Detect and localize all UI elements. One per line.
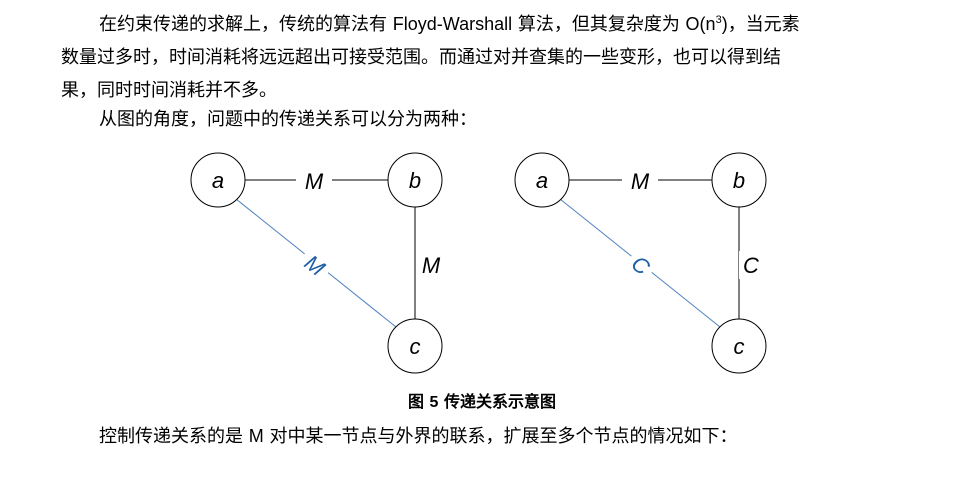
right-node-c-label: c — [734, 334, 745, 359]
control-symbol: M — [248, 426, 264, 446]
left-edge-bc-label-bg — [416, 251, 446, 279]
left-edge-ab-label: M — [305, 169, 324, 194]
caption-prefix: 图 — [407, 392, 424, 411]
intro-line-2: 数量过多时，时间消耗将远远超出可接受范围。而通过对并查集的一些变形，也可以得到结 — [61, 47, 781, 68]
left-node-c-label: c — [410, 334, 421, 359]
right-edge-ab-label: M — [631, 169, 650, 194]
intro-paragraph: 在约束传递的求解上，传统的算法有 Floyd-Warshall 算法，但其复杂度… — [61, 4, 941, 107]
graph-intro-line: 从图的角度，问题中的传递关系可以分为两种： — [99, 109, 477, 130]
intro-text: ，当元素 — [727, 14, 800, 35]
complexity-close: ) — [721, 14, 728, 34]
right-edge-bc-label-bg — [739, 251, 765, 279]
right-graph: M C C a b c — [514, 152, 767, 374]
left-edge-ac-label-bg — [295, 245, 335, 285]
right-edge-ac-label: C — [627, 251, 655, 281]
complexity-base: O(n — [685, 14, 716, 34]
control-text: 控制传递关系的是 — [99, 426, 249, 447]
caption-number: 5 — [429, 394, 439, 411]
intro-line-1: 在约束传递的求解上，传统的算法有 Floyd-Warshall 算法，但其复杂度… — [61, 4, 941, 41]
intro-text: 算法，但其复杂度为 — [512, 14, 686, 35]
transitive-relation-figure: M M M a b c M C C a b c — [190, 152, 767, 374]
graph-intro-paragraph: 从图的角度，问题中的传递关系可以分为两种： — [61, 103, 941, 136]
left-node-a — [190, 152, 246, 208]
right-node-c — [711, 318, 767, 374]
right-node-b — [711, 152, 767, 208]
complexity-exponent: 3 — [715, 14, 722, 26]
left-node-c — [387, 318, 443, 374]
left-node-b-label: b — [409, 168, 421, 193]
complexity: O(n3) — [686, 14, 728, 34]
right-edge-ab-label-bg — [622, 167, 658, 193]
control-paragraph: 控制传递关系的是 M 对中某一节点与外界的联系，扩展至多个节点的情况如下： — [61, 420, 941, 453]
left-node-a-label: a — [212, 168, 224, 193]
algorithm-name: Floyd-Warshall — [392, 14, 513, 34]
control-line: 控制传递关系的是 M 对中某一节点与外界的联系，扩展至多个节点的情况如下： — [61, 420, 941, 453]
left-edge-ab-label-bg — [296, 167, 332, 193]
caption-text: 传递关系示意图 — [444, 392, 557, 411]
left-node-b — [387, 152, 443, 208]
right-edge-bc-label: C — [743, 253, 759, 278]
right-node-a — [514, 152, 570, 208]
left-graph: M M M a b c — [190, 152, 446, 374]
right-node-b-label: b — [733, 168, 745, 193]
intro-text: 在约束传递的求解上，传统的算法有 — [99, 14, 393, 35]
intro-line-3: 果，同时时间消耗并不多。 — [61, 80, 277, 101]
figure-caption: 图 5 传递关系示意图 — [0, 390, 964, 415]
control-text: 对中某一节点与外界的联系，扩展至多个节点的情况如下： — [263, 426, 738, 447]
left-edge-bc-label: M — [422, 253, 441, 278]
right-edge-ac-label-bg — [622, 246, 660, 284]
right-node-a-label: a — [536, 168, 548, 193]
